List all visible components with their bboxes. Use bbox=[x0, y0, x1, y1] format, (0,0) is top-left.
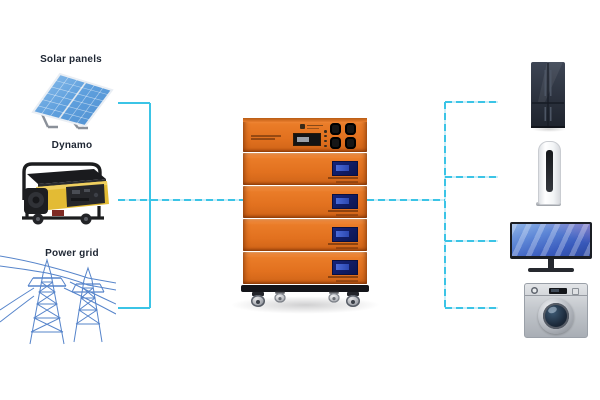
status-led-column bbox=[324, 130, 327, 150]
washer-button bbox=[572, 288, 579, 295]
battery-stack-icon bbox=[241, 116, 369, 308]
battery-module bbox=[243, 219, 367, 251]
caster-wheel-icon bbox=[273, 290, 287, 304]
washer-display bbox=[549, 287, 567, 294]
module-display bbox=[332, 194, 358, 209]
solar-panels-icon bbox=[31, 72, 114, 130]
control-display bbox=[293, 133, 321, 146]
caster-wheel-icon bbox=[249, 292, 267, 308]
monitor-stand-base bbox=[528, 268, 574, 272]
washer-dial bbox=[531, 287, 538, 294]
battery-shadow bbox=[230, 296, 380, 314]
refrigerator-icon bbox=[531, 62, 565, 128]
washing-machine-icon bbox=[524, 283, 588, 338]
caster-wheel-icon bbox=[344, 292, 362, 308]
battery-module bbox=[243, 252, 367, 284]
battery-base bbox=[241, 285, 369, 292]
module-display bbox=[332, 161, 358, 176]
module-display bbox=[332, 227, 358, 242]
monitor-stand-post bbox=[548, 259, 554, 268]
air-conditioner-icon bbox=[538, 141, 561, 205]
power-socket-icon bbox=[345, 123, 356, 135]
solar-panels-label: Solar panels bbox=[40, 54, 102, 65]
dynamo-generator-icon bbox=[22, 162, 109, 225]
battery-control-unit bbox=[243, 118, 367, 152]
battery-module bbox=[243, 153, 367, 185]
module-display bbox=[332, 260, 358, 275]
refrigerator-shadow bbox=[531, 126, 567, 132]
power-socket-icon bbox=[330, 137, 341, 149]
ac-front-panel bbox=[546, 150, 553, 192]
battery-module bbox=[243, 186, 367, 218]
dynamo-label: Dynamo bbox=[51, 140, 93, 151]
brand-logo-icon bbox=[300, 124, 305, 129]
monitor-screen bbox=[512, 224, 590, 256]
spec-text-block bbox=[251, 135, 281, 142]
caster-wheel-icon bbox=[327, 290, 341, 304]
monitor-icon bbox=[510, 222, 592, 259]
washer-door bbox=[538, 298, 574, 334]
power-socket-icon bbox=[345, 137, 356, 149]
power-socket-icon bbox=[330, 123, 341, 135]
power-grid-towers-icon bbox=[0, 255, 116, 345]
power-grid-label: Power grid bbox=[45, 248, 99, 259]
